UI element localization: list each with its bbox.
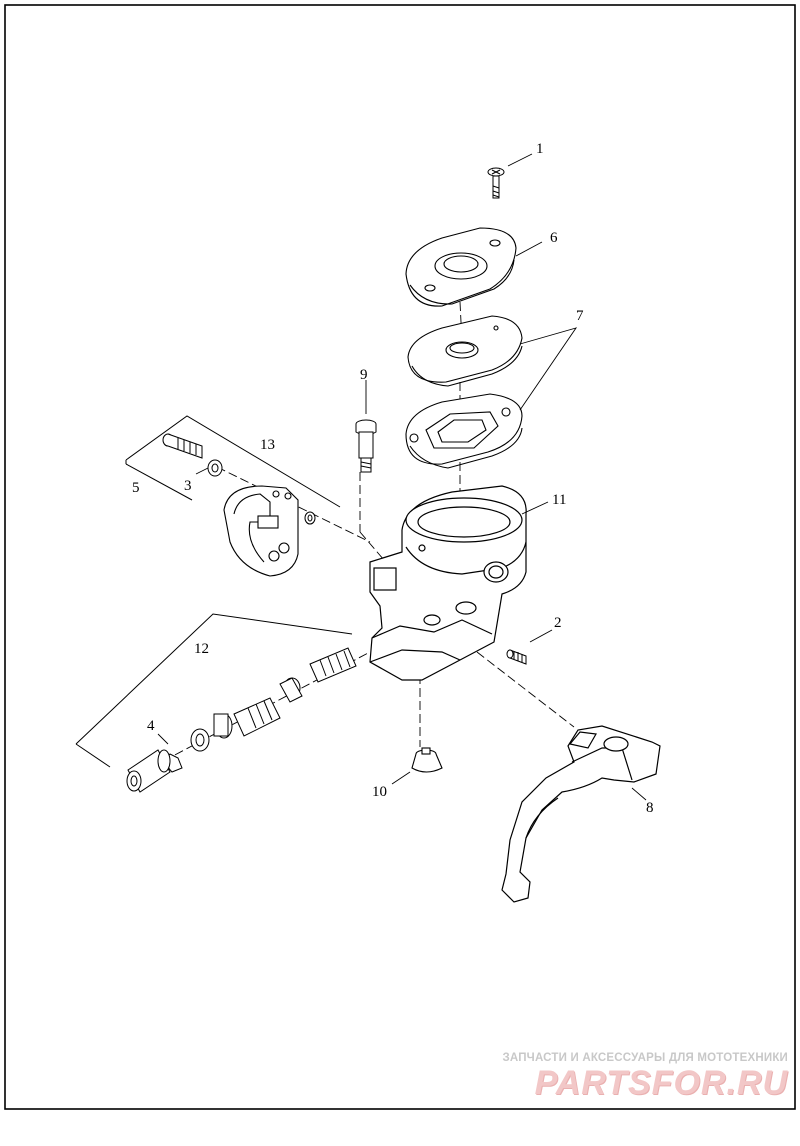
part-8-lever <box>501 725 661 903</box>
callout-10: 10 <box>372 784 387 800</box>
leader-lines <box>157 153 647 801</box>
callout-2: 2 <box>554 615 562 631</box>
callout-6: 6 <box>550 230 558 246</box>
part-13-small-washer <box>304 511 316 525</box>
part-10-boot <box>411 747 443 773</box>
callout-5: 5 <box>132 480 140 496</box>
watermark-logo: PARTSFOR.RU <box>534 1064 788 1102</box>
part-2-set-screw <box>506 649 527 665</box>
part-9-pivot-pin <box>355 419 377 473</box>
callout-3: 3 <box>184 478 192 494</box>
callout-1: 1 <box>536 141 544 157</box>
part-6-cover <box>405 227 517 307</box>
bracket-13 <box>125 415 341 508</box>
callout-11: 11 <box>552 492 566 508</box>
part-3-washer <box>207 459 223 477</box>
part-1-screw <box>487 167 505 199</box>
watermark-caption: ЗАПЧАСТИ И АКСЕССУАРЫ ДЛЯ МОТОТЕХНИКИ <box>502 1052 788 1064</box>
callout-9: 9 <box>360 367 368 383</box>
callout-7: 7 <box>576 308 584 324</box>
bracket-12 <box>75 613 353 768</box>
part-5-screw <box>162 433 203 459</box>
part-13-bracket <box>223 485 299 577</box>
callout-8: 8 <box>646 800 654 816</box>
part-7-plate <box>407 315 523 387</box>
callout-13: 13 <box>260 437 275 453</box>
callout-4: 4 <box>147 718 155 734</box>
part-12-piston-kit <box>126 647 357 793</box>
callout-12: 12 <box>194 641 209 657</box>
watermark: ЗАПЧАСТИ И АКСЕССУАРЫ ДЛЯ МОТОТЕХНИКИ PA… <box>488 1052 788 1102</box>
part-7-gasket <box>405 393 523 469</box>
part-11-master-cylinder-body <box>369 485 527 681</box>
